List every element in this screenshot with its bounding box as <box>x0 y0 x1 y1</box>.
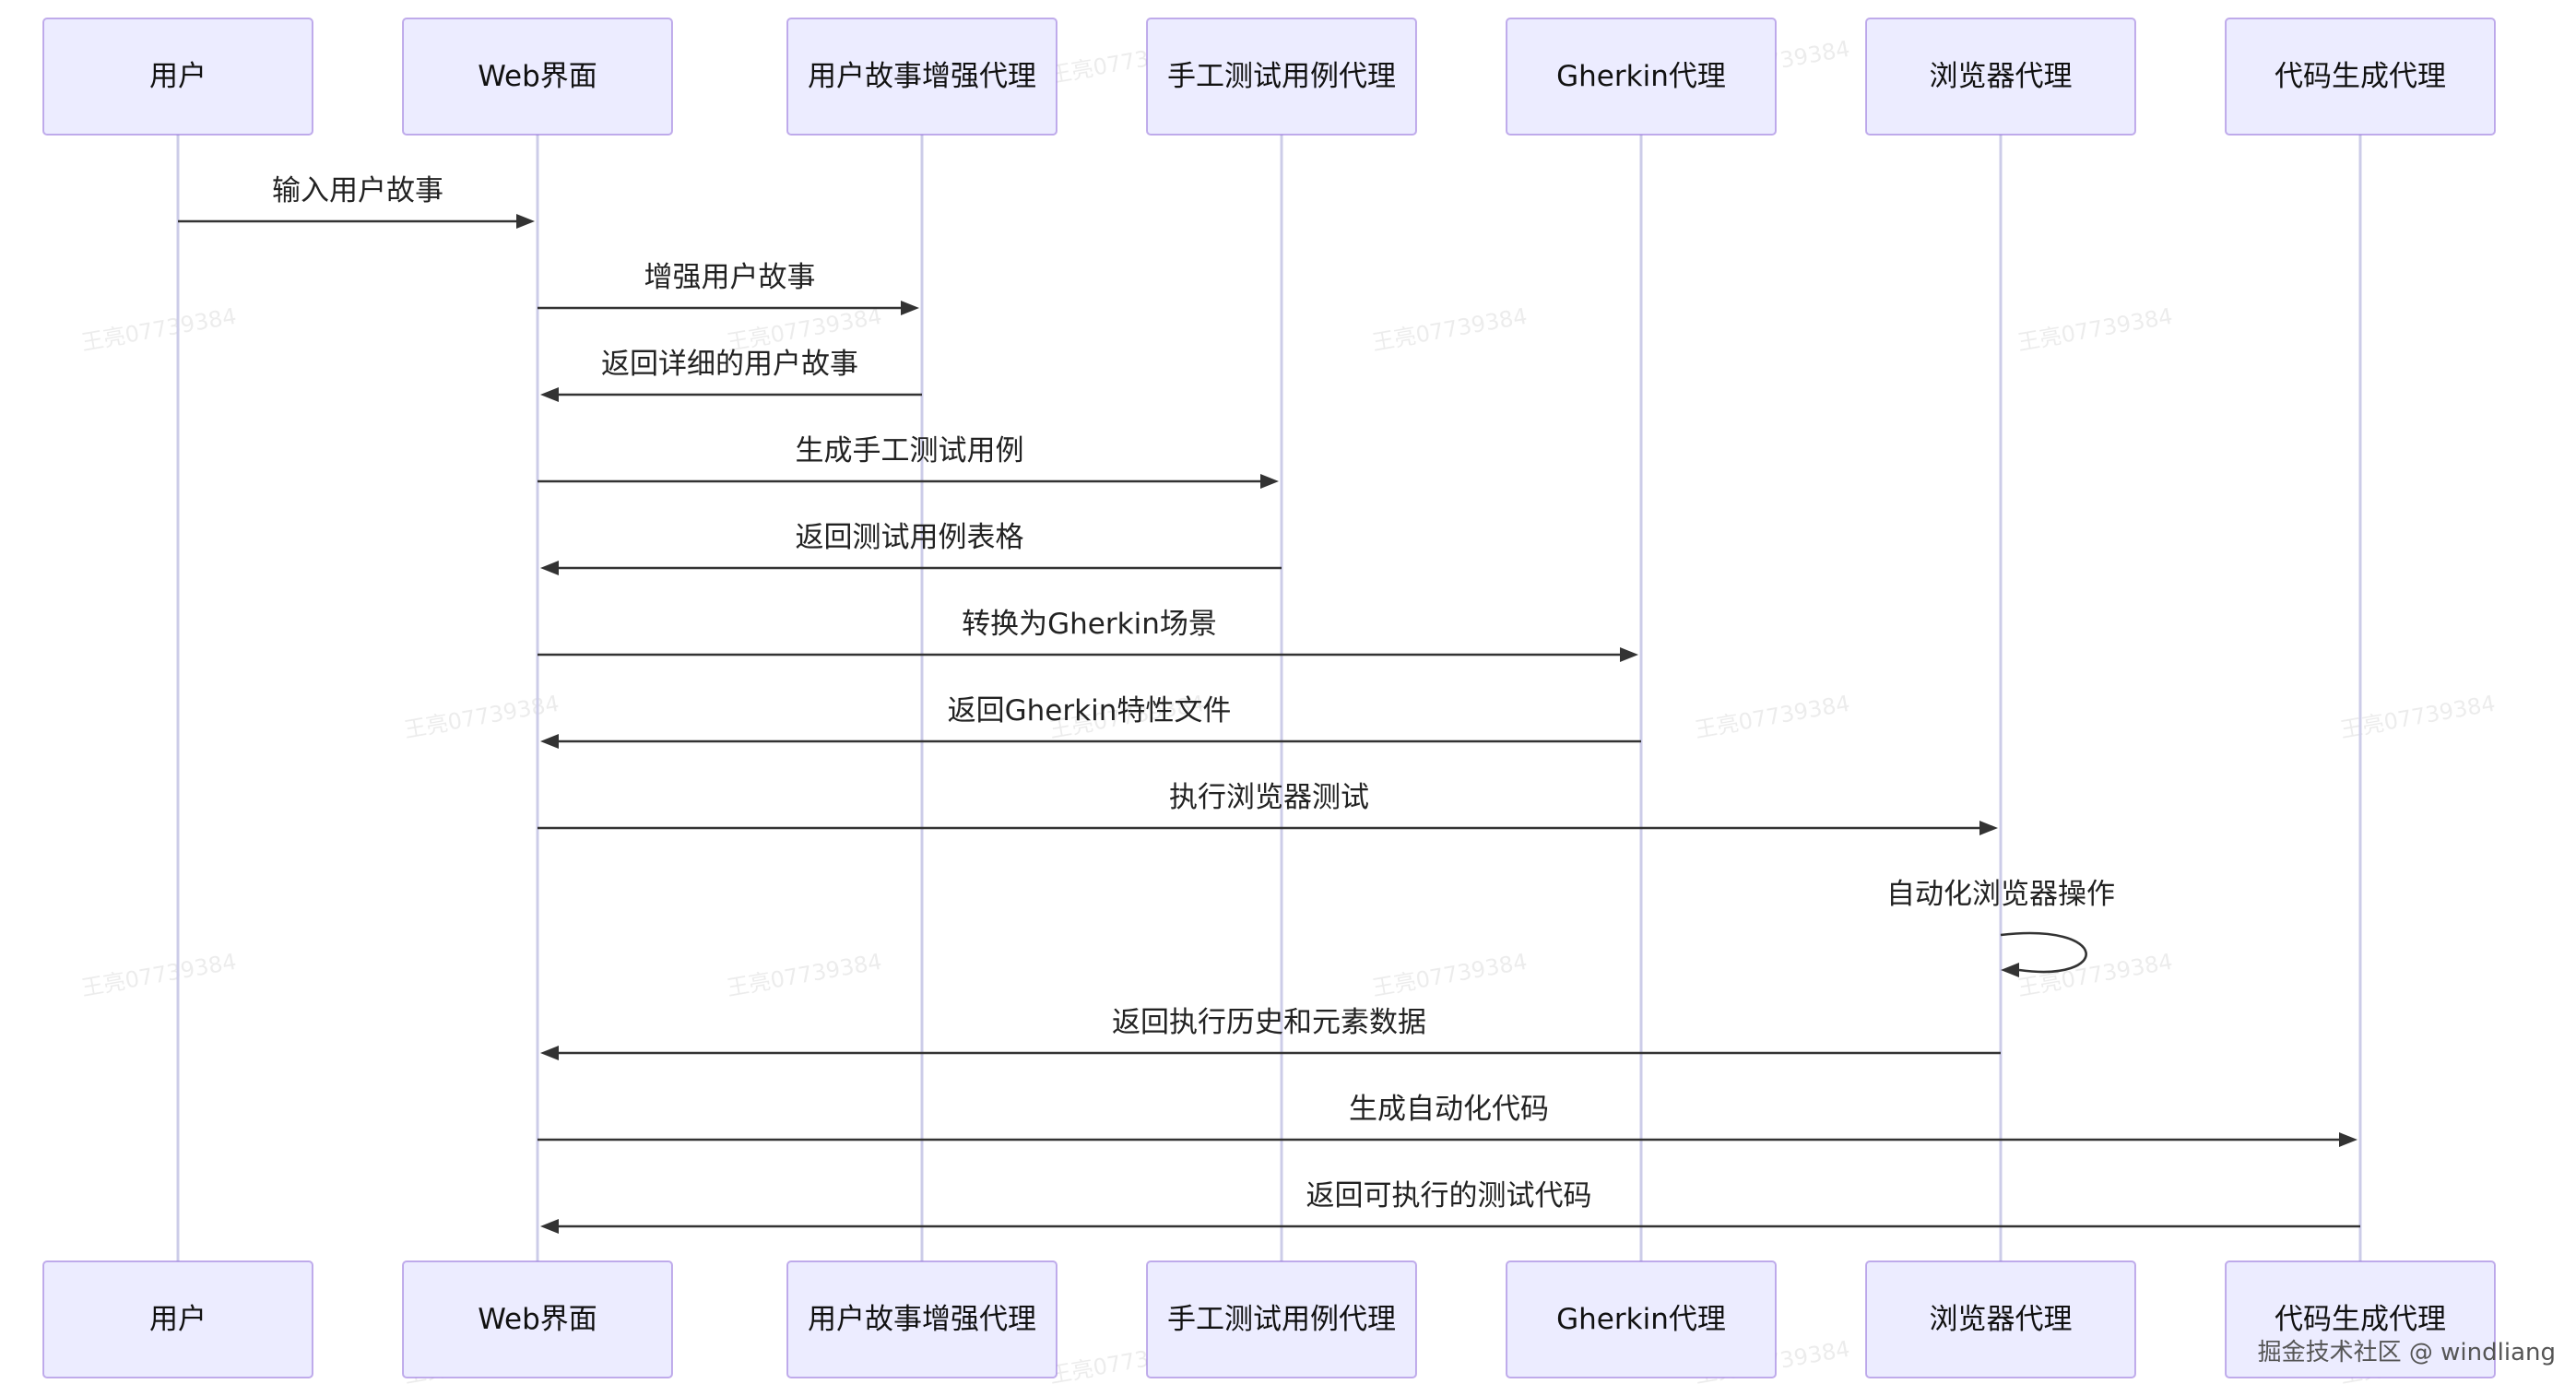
participant-browser-bottom: 浏览器代理 <box>1865 1260 2136 1378</box>
participant-label: 用户 <box>149 60 207 93</box>
participant-user-top: 用户 <box>42 18 313 136</box>
participant-user-bottom: 用户 <box>42 1260 313 1378</box>
message-label: 执行浏览器测试 <box>1169 781 1369 814</box>
participant-label: 用户故事增强代理 <box>808 1303 1036 1336</box>
watermark-text: 王亮07739384 <box>1370 303 1529 356</box>
message-arrowhead <box>540 1219 559 1234</box>
message-arrowhead <box>901 301 919 315</box>
participant-web-bottom: Web界面 <box>402 1260 673 1378</box>
message-6: 转换为Gherkin场景 <box>538 608 1638 662</box>
message-label: 返回Gherkin特性文件 <box>948 694 1232 728</box>
message-arrowhead <box>2339 1132 2357 1147</box>
watermark-text: 王亮07739384 <box>725 949 883 1001</box>
participant-box <box>1506 18 1777 136</box>
participant-story-top: 用户故事增强代理 <box>786 18 1058 136</box>
participant-box <box>42 18 313 136</box>
participant-codegen-bottom: 代码生成代理 <box>2225 1260 2496 1378</box>
message-label: 返回执行历史和元素数据 <box>1112 1006 1426 1039</box>
participant-box <box>786 1260 1058 1378</box>
message-arrowhead <box>540 734 559 749</box>
message-8: 执行浏览器测试 <box>538 781 1998 835</box>
message-7: 返回Gherkin特性文件 <box>540 694 1641 749</box>
participant-codegen-top: 代码生成代理 <box>2225 18 2496 136</box>
participant-gherkin-top: Gherkin代理 <box>1506 18 1777 136</box>
message-arrowhead <box>1979 821 1998 835</box>
message-label: 输入用户故事 <box>272 174 443 207</box>
message-arrowhead <box>540 561 559 575</box>
message-arrowhead <box>2001 963 2019 977</box>
participant-box <box>2225 18 2496 136</box>
participant-box <box>1506 1260 1777 1378</box>
watermark-text: 王亮07739384 <box>1693 691 1851 743</box>
participant-manual-top: 手工测试用例代理 <box>1146 18 1417 136</box>
participant-label: 用户 <box>149 1303 207 1336</box>
participant-label: Web界面 <box>478 1303 597 1336</box>
message-3: 返回详细的用户故事 <box>540 348 922 402</box>
watermark-text: 王亮07739384 <box>2015 949 2174 1001</box>
lifelines <box>176 135 2362 1261</box>
message-9: 自动化浏览器操作 <box>1886 878 2115 977</box>
message-arrowhead <box>1260 474 1279 489</box>
message-label: 自动化浏览器操作 <box>1886 878 2115 911</box>
participant-manual-bottom: 手工测试用例代理 <box>1146 1260 1417 1378</box>
watermark-text: 王亮07739384 <box>2338 691 2497 743</box>
participant-box <box>402 1260 673 1378</box>
watermark-text: 王亮07739384 <box>79 949 238 1001</box>
message-5: 返回测试用例表格 <box>540 521 1282 575</box>
message-arrowhead <box>540 387 559 402</box>
message-2: 增强用户故事 <box>538 261 919 315</box>
participant-box <box>1146 18 1417 136</box>
message-arrowhead <box>516 214 535 229</box>
message-4: 生成手工测试用例 <box>538 434 1279 489</box>
participant-label: 代码生成代理 <box>2275 1303 2446 1336</box>
message-label: 生成手工测试用例 <box>796 434 1024 467</box>
footer-credit: 掘金技术社区 @ windliang <box>2258 1339 2556 1366</box>
message-arrowhead <box>1620 647 1638 662</box>
participant-label: 浏览器代理 <box>1930 1303 2073 1336</box>
message-12: 返回可执行的测试代码 <box>540 1179 2360 1234</box>
participant-box <box>1146 1260 1417 1378</box>
participant-label: 用户故事增强代理 <box>808 60 1036 93</box>
message-arrowhead <box>540 1046 559 1060</box>
participant-box <box>1865 18 2136 136</box>
participants-top: 用户 Web界面 用户故事增强代理 手工测试用例代理 Gherkin代理 浏览器代理 代码生… <box>42 18 2496 136</box>
participant-story-bottom: 用户故事增强代理 <box>786 1260 1058 1378</box>
participants-bottom: 用户 Web界面 用户故事增强代理 手工测试用例代理 Gherkin代理 浏览器代理 代码生… <box>42 1260 2496 1378</box>
participant-box <box>402 18 673 136</box>
participant-gherkin-bottom: Gherkin代理 <box>1506 1260 1777 1378</box>
message-label: 生成自动化代码 <box>1349 1093 1549 1126</box>
participant-box <box>2225 1260 2496 1378</box>
message-1: 输入用户故事 <box>178 174 535 229</box>
message-label: 增强用户故事 <box>644 261 816 294</box>
participant-browser-top: 浏览器代理 <box>1865 18 2136 136</box>
message-label: 返回详细的用户故事 <box>601 348 858 381</box>
message-line <box>2000 931 2087 974</box>
message-label: 返回测试用例表格 <box>796 521 1024 554</box>
participant-label: 手工测试用例代理 <box>1167 60 1396 93</box>
watermark-layer: 王亮07739384 王亮07739384 王亮07739384 王亮07739384… <box>79 36 2497 1389</box>
participant-label: 手工测试用例代理 <box>1167 1303 1396 1336</box>
participant-label: Web界面 <box>478 60 597 93</box>
participant-box <box>1865 1260 2136 1378</box>
participant-label: Gherkin代理 <box>1556 60 1726 93</box>
participant-web-top: Web界面 <box>402 18 673 136</box>
message-11: 生成自动化代码 <box>538 1093 2357 1147</box>
participant-box <box>42 1260 313 1378</box>
participant-label: 浏览器代理 <box>1930 60 2073 93</box>
participant-box <box>786 18 1058 136</box>
message-label: 返回可执行的测试代码 <box>1306 1179 1592 1213</box>
watermark-text: 王亮07739384 <box>2015 303 2174 356</box>
message-label: 转换为Gherkin场景 <box>962 608 1217 641</box>
participant-label: Gherkin代理 <box>1556 1303 1726 1336</box>
participant-label: 代码生成代理 <box>2275 60 2446 93</box>
message-10: 返回执行历史和元素数据 <box>540 1006 2001 1060</box>
watermark-text: 王亮07739384 <box>1370 949 1529 1001</box>
watermark-text: 王亮07739384 <box>79 303 238 356</box>
messages: 输入用户故事增强用户故事返回详细的用户故事生成手工测试用例返回测试用例表格转换为… <box>178 174 2360 1234</box>
